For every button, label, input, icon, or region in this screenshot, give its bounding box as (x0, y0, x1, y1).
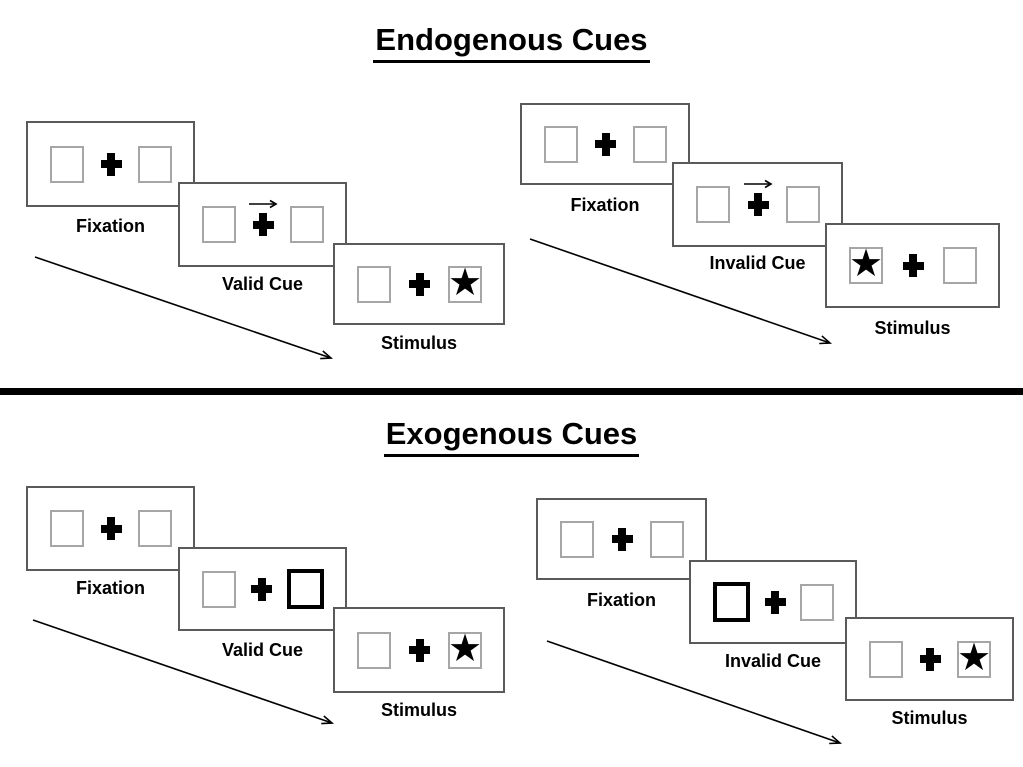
frame-label-fixation: Fixation (570, 195, 640, 215)
fixation-cross-icon (100, 517, 122, 540)
left-placeholder-box (50, 510, 84, 547)
left-placeholder-box (869, 640, 903, 678)
fixation-cross-icon (611, 527, 633, 551)
frame-label-valid-cue: Valid Cue (221, 274, 304, 294)
frame-label-stimulus: Stimulus (380, 333, 457, 353)
right-placeholder-box (943, 247, 977, 284)
timeline-arrow-endogenous-invalid (529, 238, 833, 345)
left-highlighted-cue-box (713, 582, 750, 622)
left-placeholder-box (202, 206, 236, 243)
fixation-cross-icon (595, 132, 616, 156)
frame-label-stimulus: Stimulus (891, 708, 968, 728)
right-target-box: ★ (447, 625, 483, 670)
timeline-arrow-exogenous-valid (32, 619, 335, 725)
frame-label-fixation: Fixation (75, 578, 145, 598)
star-stimulus-icon: ★ (956, 634, 992, 679)
fixation-cross-icon (249, 199, 278, 236)
left-placeholder-box (560, 520, 594, 558)
frame-label-invalid-cue: Invalid Cue (724, 651, 822, 671)
endogenous-invalid-stimulus-frame: ★ (825, 223, 1000, 308)
frame-label-valid-cue: Valid Cue (221, 640, 304, 660)
frame-label-invalid-cue: Invalid Cue (709, 253, 806, 273)
fixation-cross-icon (919, 647, 941, 671)
right-placeholder-box (290, 206, 324, 243)
right-placeholder-box (800, 583, 834, 621)
section-title-exogenous: Exogenous Cues (0, 416, 1023, 457)
timeline-arrow-endogenous-valid (34, 256, 334, 360)
left-placeholder-box (357, 631, 391, 669)
right-target-box: ★ (956, 634, 992, 679)
right-target-box: ★ (447, 259, 483, 304)
endogenous-valid-stimulus-frame: ★ (333, 243, 505, 325)
right-placeholder-box (138, 145, 172, 183)
right-placeholder-box (138, 510, 172, 547)
frame-label-stimulus: Stimulus (380, 700, 457, 720)
exogenous-valid-cue-frame (178, 547, 347, 631)
fixation-cross-icon (902, 254, 924, 277)
endogenous-valid-cue-frame (178, 182, 347, 267)
section-divider (0, 388, 1023, 395)
exogenous-invalid-fixation-frame (536, 498, 707, 580)
star-stimulus-icon: ★ (447, 625, 483, 670)
frame-label-fixation: Fixation (586, 590, 656, 610)
endogenous-invalid-cue-frame (672, 162, 843, 247)
left-placeholder-box (202, 570, 236, 608)
frame-label-stimulus: Stimulus (874, 318, 951, 338)
section-title-endogenous-text: Endogenous Cues (373, 22, 650, 63)
star-stimulus-icon: ★ (848, 241, 884, 285)
right-placeholder-box (786, 186, 820, 223)
star-stimulus-icon: ★ (447, 259, 483, 304)
right-highlighted-cue-box (287, 569, 324, 609)
left-placeholder-box (50, 145, 84, 183)
right-placeholder-box (633, 125, 667, 163)
right-arrow-cue-icon (744, 179, 773, 189)
endogenous-invalid-fixation-frame (520, 103, 690, 185)
fixation-cross-icon (409, 272, 430, 296)
left-target-box: ★ (848, 241, 884, 285)
fixation-cross-icon (409, 638, 430, 662)
right-arrow-cue-icon (249, 199, 278, 209)
left-placeholder-box (357, 265, 391, 303)
exogenous-invalid-stimulus-frame: ★ (845, 617, 1014, 701)
left-placeholder-box (696, 186, 730, 223)
section-title-exogenous-text: Exogenous Cues (383, 416, 640, 457)
left-placeholder-box (544, 125, 578, 163)
section-title-endogenous: Endogenous Cues (0, 22, 1023, 63)
fixation-cross-icon (100, 152, 122, 176)
endogenous-valid-fixation-frame (26, 121, 195, 207)
timeline-arrow-exogenous-invalid (546, 640, 843, 745)
exogenous-valid-stimulus-frame: ★ (333, 607, 505, 693)
exogenous-invalid-cue-frame (689, 560, 857, 644)
right-placeholder-box (650, 520, 684, 558)
fixation-cross-icon (251, 577, 272, 601)
frame-label-fixation: Fixation (75, 216, 145, 236)
fixation-cross-icon (764, 590, 786, 614)
exogenous-valid-fixation-frame (26, 486, 195, 571)
fixation-cross-icon (744, 179, 773, 216)
